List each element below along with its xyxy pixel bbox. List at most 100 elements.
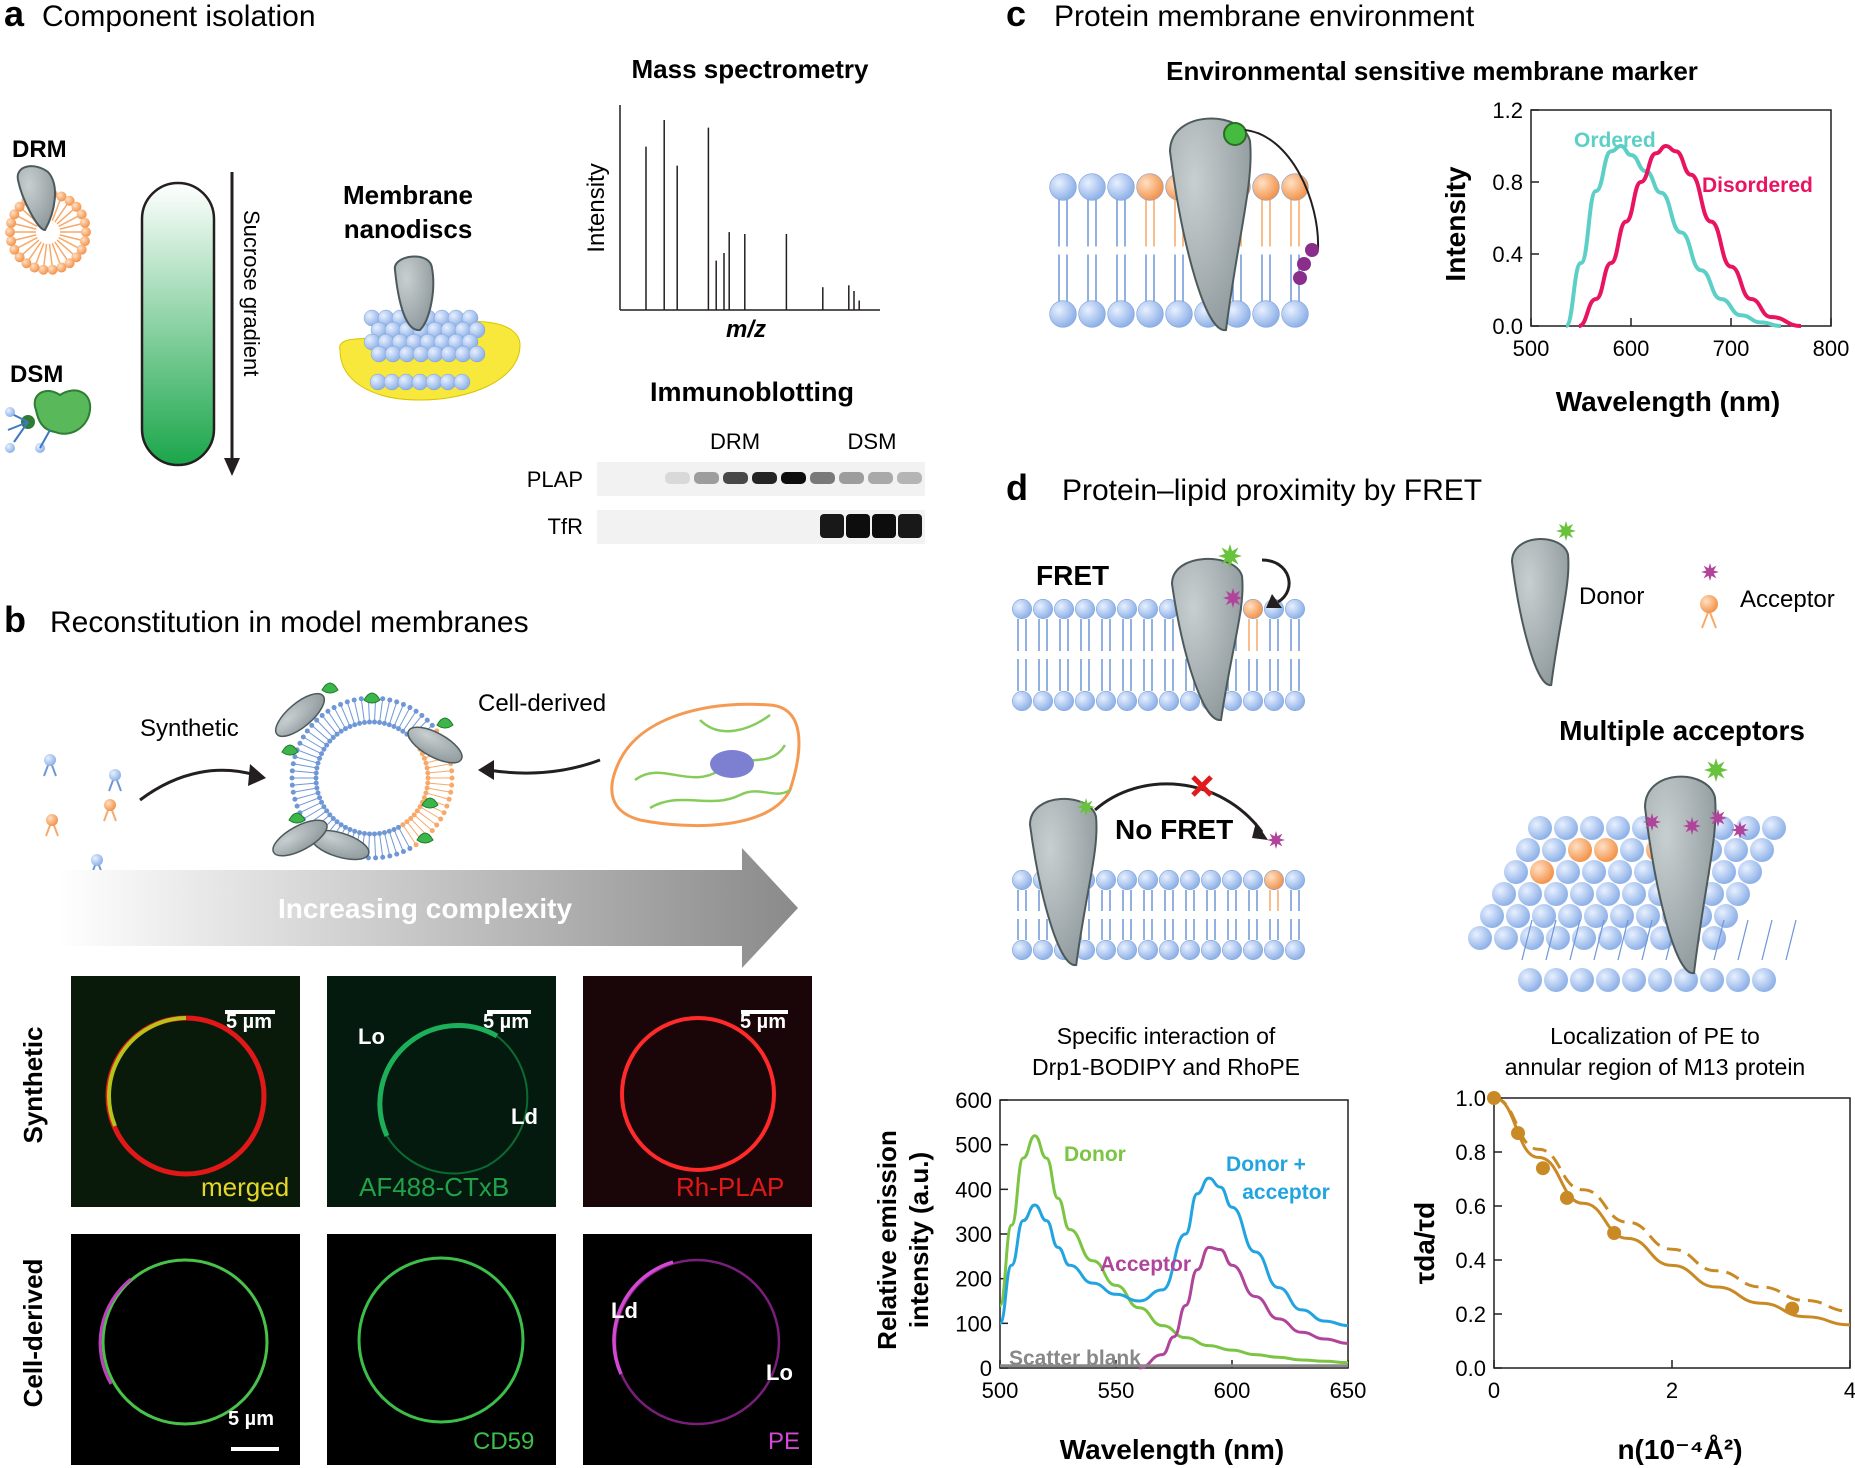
lipid-head	[400, 701, 406, 707]
chart2-title-line1: Localization of PE to	[1550, 1023, 1760, 1049]
panel-b-title: Reconstitution in model membranes	[50, 606, 529, 639]
lipid-tail	[1164, 659, 1174, 691]
lipid-tail	[1038, 659, 1048, 691]
fluorophore-star	[1731, 821, 1749, 839]
lipid-tail	[1087, 254, 1097, 304]
panel-c-letter: c	[1006, 0, 1026, 34]
lipid-tail	[1038, 619, 1048, 651]
lipid-tail	[1290, 197, 1300, 247]
lipid-head	[1243, 691, 1263, 711]
lipid-tail	[298, 750, 318, 759]
lipid-head	[1610, 904, 1634, 928]
lipid-head	[319, 799, 325, 805]
sucrose-gradient-label: Sucrose gradient	[239, 210, 264, 376]
y-tick-label: 300	[955, 1222, 992, 1247]
lipid-head	[417, 804, 423, 810]
lipid-head	[14, 252, 25, 263]
lipid-tail	[1521, 919, 1533, 961]
blot-band	[897, 472, 922, 484]
y-tick-label: 1.0	[1455, 1086, 1486, 1111]
lipid-tail	[389, 703, 397, 723]
blot-band	[665, 472, 690, 484]
lipid-tail	[1116, 197, 1126, 247]
lipid-tail	[1701, 609, 1710, 629]
lipid-tail	[361, 700, 365, 721]
y-tick-label: 0.8	[1492, 170, 1523, 195]
lipid-head	[1714, 904, 1738, 928]
lipid-head	[1738, 860, 1762, 884]
lipid-head	[315, 790, 321, 796]
panel-a-letter: a	[4, 0, 25, 34]
lipid-head	[361, 720, 367, 726]
lipid-head	[1542, 838, 1566, 862]
lipid-head	[1138, 870, 1158, 890]
lipid-head	[1752, 968, 1776, 992]
chart1-donor-acceptor-label-2: acceptor	[1242, 1181, 1330, 1204]
fluorophore-star	[1556, 521, 1576, 541]
lipid-head	[1558, 904, 1582, 928]
lipid-head	[1117, 599, 1137, 619]
lipid-head	[426, 345, 444, 363]
chart2-ylabel: τda/τd	[1409, 1202, 1440, 1285]
lipid-head	[1264, 940, 1284, 960]
lipid-head	[372, 719, 378, 725]
lipid-head	[1054, 599, 1074, 619]
lipid-head	[444, 803, 450, 809]
lipid-head	[1598, 926, 1622, 950]
lipid-tail	[14, 234, 37, 241]
lipid-head	[429, 828, 435, 834]
lipid-tail	[1122, 890, 1132, 911]
blot-band	[694, 472, 719, 484]
lipid-head	[1594, 838, 1618, 862]
lipid-head	[1049, 300, 1077, 328]
x-tick-label: 550	[1098, 1378, 1135, 1403]
lipid-head	[423, 790, 429, 796]
lipid-head	[381, 720, 387, 726]
lipid-tail	[1164, 919, 1174, 940]
lipid-head	[387, 853, 393, 859]
lipid-head	[1136, 173, 1164, 201]
marker-probe	[1305, 243, 1319, 257]
lipid-head	[1750, 838, 1774, 862]
lipid-head	[384, 345, 402, 363]
lipid-tail	[347, 703, 355, 723]
x-tick-label: 2	[1666, 1378, 1678, 1403]
fluorophore-star	[1701, 563, 1719, 581]
lipid-head	[71, 201, 82, 212]
lipid-head	[396, 726, 402, 732]
lipid-head	[1012, 691, 1032, 711]
lipid-head	[331, 705, 337, 711]
lipid-tail	[1708, 609, 1717, 629]
chart1-ylabel-line1: Relative emission	[872, 1130, 902, 1350]
lipid-head	[9, 244, 20, 255]
lipid-head	[1530, 860, 1554, 884]
x-tick-label: 500	[982, 1378, 1019, 1403]
lipid-head	[1033, 599, 1053, 619]
lipid-tail	[1058, 254, 1068, 304]
lipid-tail	[59, 223, 82, 230]
lipid-head	[438, 816, 444, 822]
lipid-head	[46, 814, 58, 826]
lipid-head	[1180, 940, 1200, 960]
legend-acceptor-label: Acceptor	[1740, 586, 1835, 613]
lipid-head	[453, 373, 471, 391]
lipid-head	[289, 775, 295, 781]
fluorophore-star	[1709, 809, 1727, 827]
blot-band	[810, 472, 835, 484]
gpi-protein	[436, 717, 454, 729]
lipid-head	[297, 740, 303, 746]
lipid-head	[421, 755, 427, 761]
marker-linker	[1244, 129, 1320, 251]
lipid-tail	[427, 792, 448, 800]
lipid-head	[1117, 940, 1137, 960]
lipid-head	[1075, 691, 1095, 711]
lipid-tail	[354, 701, 360, 722]
lipid-tail	[389, 833, 397, 853]
lipid-tail	[1206, 919, 1216, 940]
marker-chart-ylabel: Intensity	[1440, 166, 1471, 282]
lipid-tail	[1761, 919, 1773, 961]
lipid-head	[327, 738, 333, 744]
y-tick-label: 0.0	[1455, 1356, 1486, 1381]
lipid-head	[347, 826, 353, 832]
lipid-head	[1762, 816, 1786, 840]
